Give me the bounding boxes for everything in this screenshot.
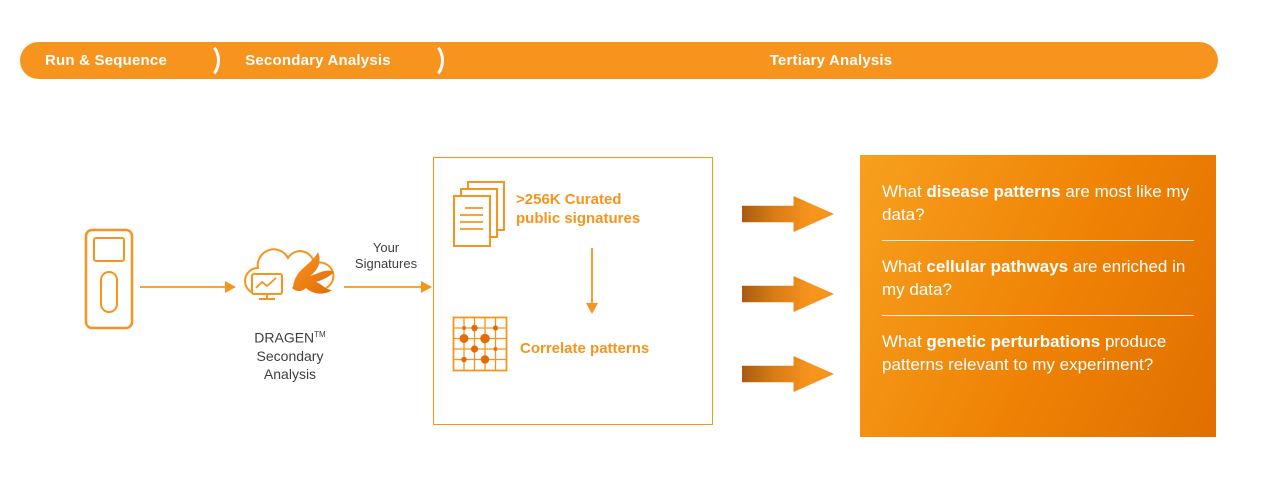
dragen-name: DRAGEN (254, 329, 315, 346)
question-disease-patterns: What disease patterns are most like my d… (882, 182, 1190, 224)
curated-signatures-label: >256K Curated public signatures (516, 191, 641, 227)
banner-separator-arc (416, 42, 444, 79)
banner-step-label: Tertiary Analysis (769, 52, 893, 69)
arrow-signatures-to-correlate (586, 248, 598, 314)
correlation-matrix-icon (452, 316, 508, 372)
correlate-patterns-label: Correlate patterns (520, 340, 650, 357)
your-signatures-label: Your Signatures (354, 240, 418, 271)
block-arrow-to-question-2 (742, 276, 834, 312)
curated-signatures-documents-icon (453, 181, 505, 247)
banner-step-run-sequence: Run & Sequence (20, 42, 192, 79)
question-genetic-perturbations: What genetic perturbations produce patte… (882, 332, 1167, 374)
banner-step-label: Secondary Analysis (245, 52, 391, 69)
dragen-cloud-icon (244, 248, 335, 300)
block-arrow-to-question-3 (742, 356, 834, 392)
banner-separator-arc (192, 42, 220, 79)
banner-step-label: Run & Sequence (45, 52, 167, 69)
dragen-label-line3: Analysis (263, 365, 317, 382)
question-divider (882, 315, 1194, 316)
arrow-sequencer-to-dragen (140, 281, 236, 293)
dragen-secondary-analysis-label: DRAGENTM Secondary Analysis (228, 326, 352, 383)
banner-step-tertiary-analysis: Tertiary Analysis (444, 42, 1218, 79)
dragen-trademark: TM (314, 330, 326, 339)
banner-step-secondary-analysis: Secondary Analysis (220, 42, 416, 79)
question-divider (882, 240, 1194, 241)
block-arrow-to-question-1 (742, 196, 834, 232)
arrow-dragen-to-signature-box (344, 281, 432, 293)
sequencer-instrument-icon (84, 228, 134, 330)
process-banner: Run & Sequence Secondary Analysis Tertia… (20, 42, 1218, 79)
dragen-label-line2: Secondary (256, 347, 324, 364)
question-cellular-pathways: What cellular pathways are enriched in m… (882, 257, 1186, 299)
signature-correlation-box: >256K Curated public signatures (433, 157, 713, 425)
tertiary-questions-panel: What disease patterns are most like my d… (860, 155, 1216, 437)
